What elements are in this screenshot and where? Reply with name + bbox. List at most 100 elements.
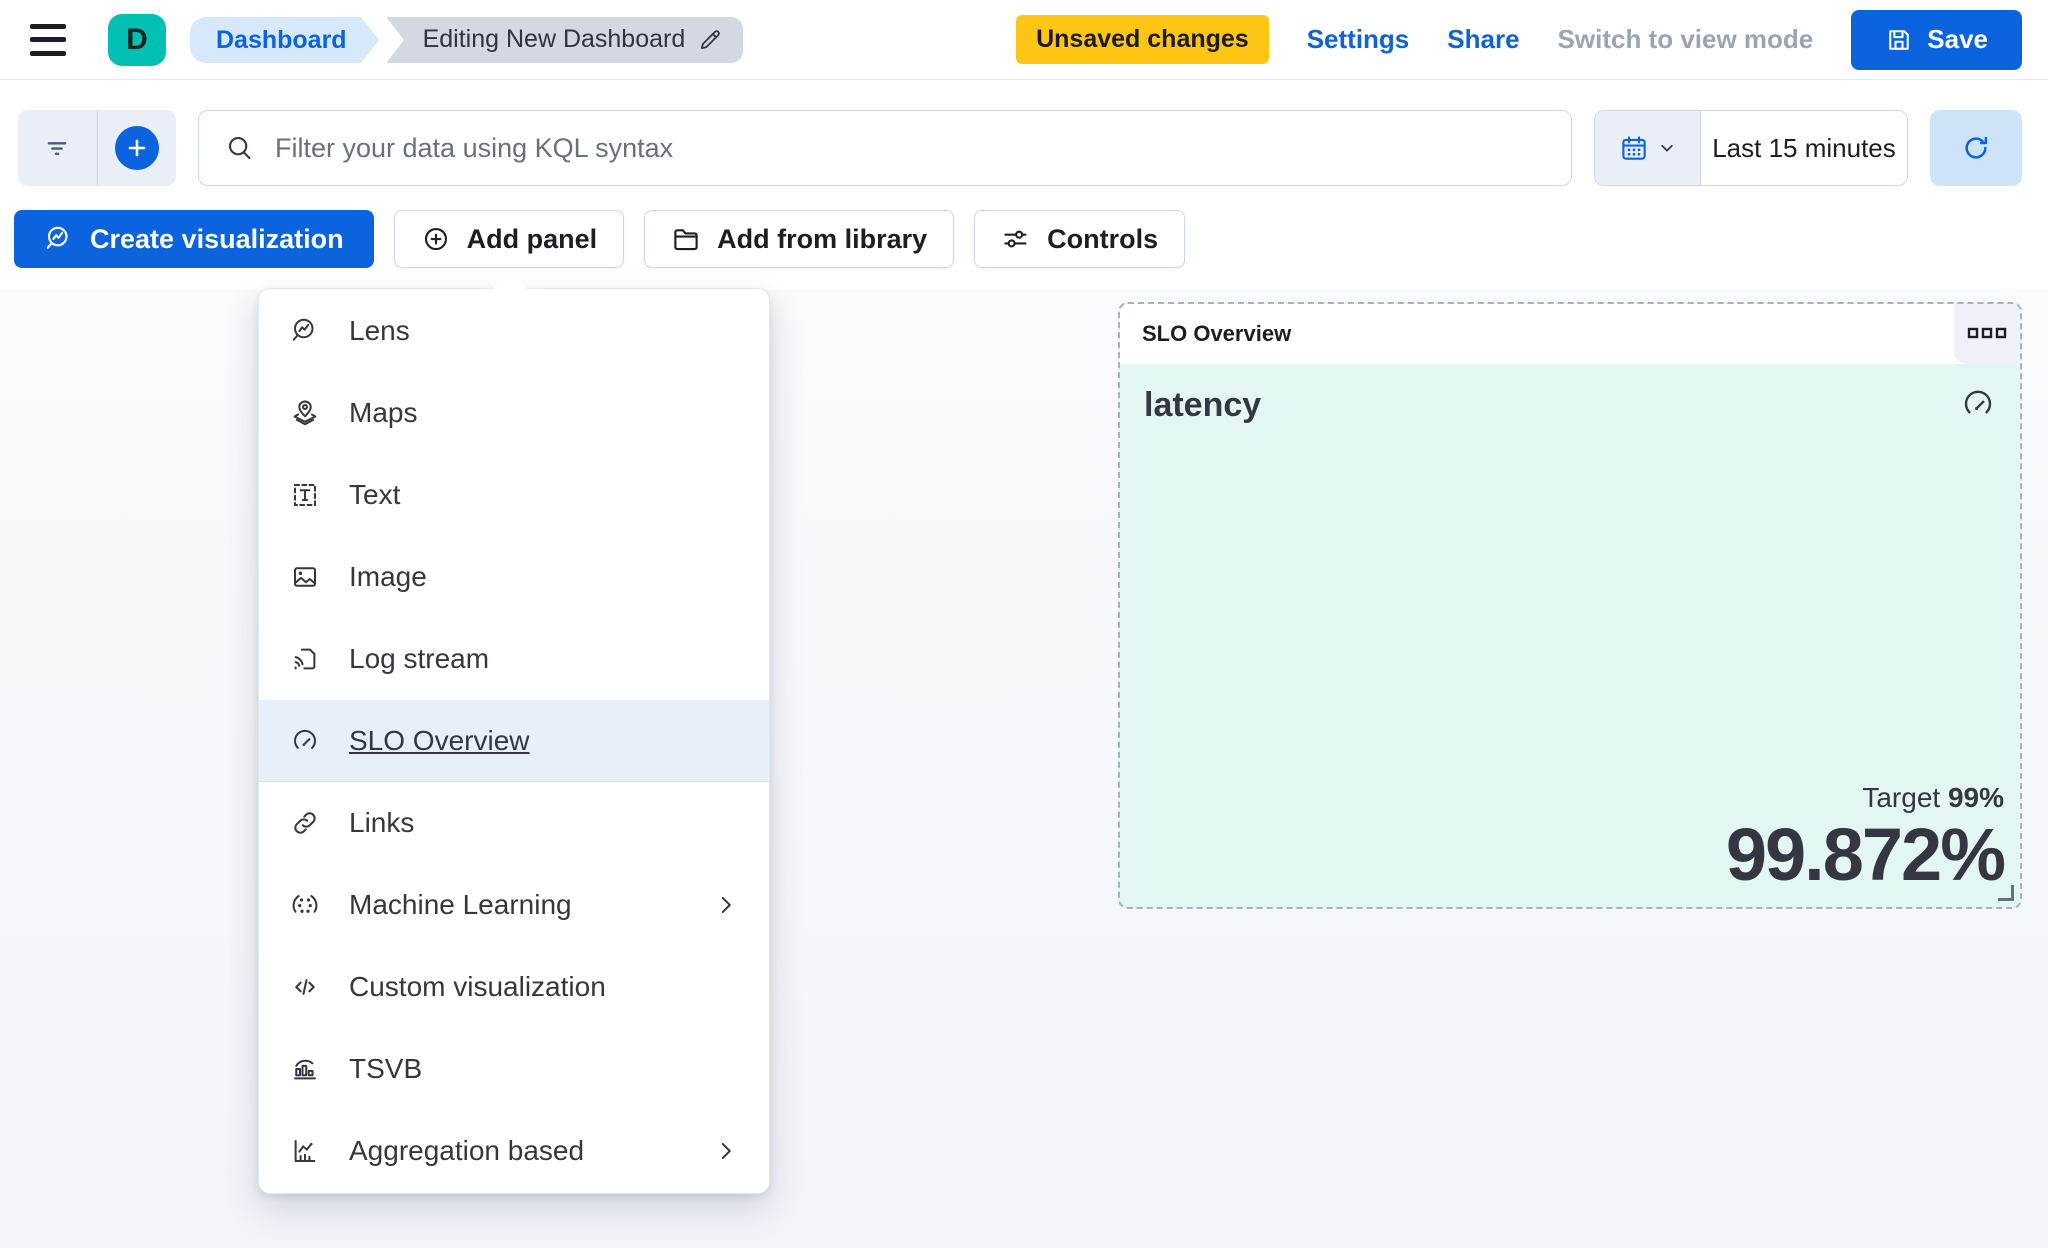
aggregation-icon: [289, 1135, 321, 1167]
add-from-library-button[interactable]: Add from library: [644, 210, 955, 268]
code-icon: [289, 971, 321, 1003]
filter-controls-group: [18, 110, 176, 186]
save-button-label: Save: [1927, 24, 1988, 54]
menu-item-tsvb[interactable]: TSVB: [259, 1028, 769, 1110]
menu-item-image[interactable]: Image: [259, 536, 769, 618]
menu-item-label: Lens: [349, 315, 410, 346]
slo-overview-panel[interactable]: SLO Overview latency Target 99%: [1118, 302, 2022, 909]
add-panel-label: Add panel: [466, 223, 598, 254]
create-visualization-button[interactable]: Create visualization: [14, 210, 374, 268]
menu-item-label: Aggregation based: [349, 1135, 585, 1166]
breadcrumb-dashboard[interactable]: Dashboard: [190, 16, 379, 63]
share-link[interactable]: Share: [1447, 24, 1520, 54]
menu-item-log-stream[interactable]: Log stream: [259, 618, 769, 700]
panel-options-icon: [1967, 326, 2007, 342]
maps-icon: [289, 397, 321, 429]
menu-item-aggregation-based[interactable]: Aggregation based: [259, 1110, 769, 1192]
menu-item-links[interactable]: Links: [259, 782, 769, 864]
plus-circle-icon: [114, 126, 159, 170]
chevron-down-icon: [1658, 139, 1676, 157]
add-panel-button[interactable]: Add panel: [393, 210, 625, 268]
dashboard-canvas: Lens Maps T: [0, 271, 2048, 1248]
menu-item-slo-overview[interactable]: SLO Overview: [259, 700, 769, 782]
menu-item-label: Links: [349, 807, 415, 838]
top-header: D Dashboard Editing New Dashboard Unsave…: [0, 0, 2048, 80]
hamburger-menu-button[interactable]: [30, 22, 74, 58]
folder-icon: [671, 224, 701, 254]
settings-link[interactable]: Settings: [1306, 24, 1410, 54]
lens-icon: [44, 224, 74, 254]
create-visualization-label: Create visualization: [90, 223, 344, 254]
hamburger-icon: [30, 23, 66, 29]
menu-item-label: Text: [349, 479, 401, 510]
time-range-label[interactable]: Last 15 minutes: [1712, 132, 1896, 163]
chevron-right-icon: [713, 1138, 739, 1164]
tsvb-icon: [289, 1053, 321, 1085]
slo-target-label: Target: [1862, 782, 1941, 814]
add-panel-menu-list: Lens Maps T: [259, 290, 769, 1192]
machine-learning-icon: [289, 889, 321, 921]
slo-target-value: 99%: [1947, 782, 2004, 814]
link-icon: [289, 807, 321, 839]
add-filter-button[interactable]: [98, 110, 177, 186]
breadcrumb-current[interactable]: Editing New Dashboard: [385, 16, 744, 63]
menu-item-label: SLO Overview: [349, 724, 530, 756]
hamburger-icon: [30, 37, 66, 42]
slo-target: Target 99%: [1726, 782, 2004, 814]
unsaved-changes-badge: Unsaved changes: [1016, 15, 1269, 64]
menu-item-maps[interactable]: Maps: [259, 372, 769, 454]
chevron-right-icon: [713, 892, 739, 918]
menu-item-custom-visualization[interactable]: Custom visualization: [259, 946, 769, 1028]
slo-panel-body: latency Target 99% 99.872%: [1120, 364, 2020, 907]
menu-item-label: TSVB: [349, 1053, 423, 1084]
menu-item-lens[interactable]: Lens: [259, 290, 769, 372]
menu-item-label: Custom visualization: [349, 971, 606, 1002]
image-icon: [289, 561, 321, 593]
calendar-dropdown-button[interactable]: [1595, 111, 1701, 185]
plus-circle-icon: [421, 224, 451, 254]
menu-item-text[interactable]: Text: [259, 454, 769, 536]
menu-item-machine-learning[interactable]: Machine Learning: [259, 864, 769, 946]
filter-icon: [43, 134, 71, 162]
gauge-icon: [289, 725, 321, 757]
time-range-picker[interactable]: Last 15 minutes: [1594, 110, 1908, 186]
text-icon: [289, 479, 321, 511]
slo-metric: Target 99% 99.872%: [1725, 782, 2006, 897]
menu-item-label: Machine Learning: [349, 889, 572, 920]
project-logo[interactable]: D: [108, 13, 166, 66]
hamburger-icon: [30, 50, 66, 56]
gauge-icon: [1960, 386, 1996, 422]
slo-value: 99.872%: [1725, 813, 2006, 897]
search-icon: [225, 133, 255, 163]
add-from-library-label: Add from library: [717, 223, 928, 254]
lens-icon: [289, 315, 321, 347]
unified-search-bar: Last 15 minutes: [0, 80, 2048, 186]
dashboard-toolbar: Create visualization Add panel Add from …: [0, 186, 2048, 290]
panel-resize-handle[interactable]: [1998, 885, 2014, 901]
filter-button[interactable]: [18, 110, 98, 186]
log-stream-icon: [289, 643, 321, 675]
save-icon: [1885, 26, 1913, 54]
kql-query-box: [198, 110, 1572, 186]
menu-item-label: Log stream: [349, 643, 490, 674]
save-button[interactable]: Save: [1851, 9, 2022, 70]
refresh-icon: [1960, 132, 1992, 164]
sliders-icon: [1001, 224, 1031, 254]
pencil-icon: [697, 27, 723, 53]
header-actions: Unsaved changes Settings Share Switch to…: [1016, 9, 2022, 70]
menu-item-label: Image: [349, 561, 427, 592]
add-panel-menu: Lens Maps T: [258, 271, 770, 1194]
panel-options-button[interactable]: [1954, 304, 2020, 364]
panel-header: SLO Overview: [1120, 304, 2020, 364]
controls-label: Controls: [1047, 223, 1159, 254]
breadcrumb-current-label: Editing New Dashboard: [422, 25, 686, 53]
controls-button[interactable]: Controls: [974, 210, 1186, 268]
kql-search-input[interactable]: [275, 132, 1545, 164]
panel-title: SLO Overview: [1142, 321, 1292, 346]
slo-name: latency: [1144, 386, 1262, 424]
refresh-button[interactable]: [1930, 110, 2022, 186]
switch-to-view-mode-link[interactable]: Switch to view mode: [1557, 24, 1814, 54]
menu-item-label: Maps: [349, 397, 418, 428]
breadcrumb: Dashboard Editing New Dashboard: [190, 16, 744, 63]
calendar-icon: [1619, 133, 1649, 163]
